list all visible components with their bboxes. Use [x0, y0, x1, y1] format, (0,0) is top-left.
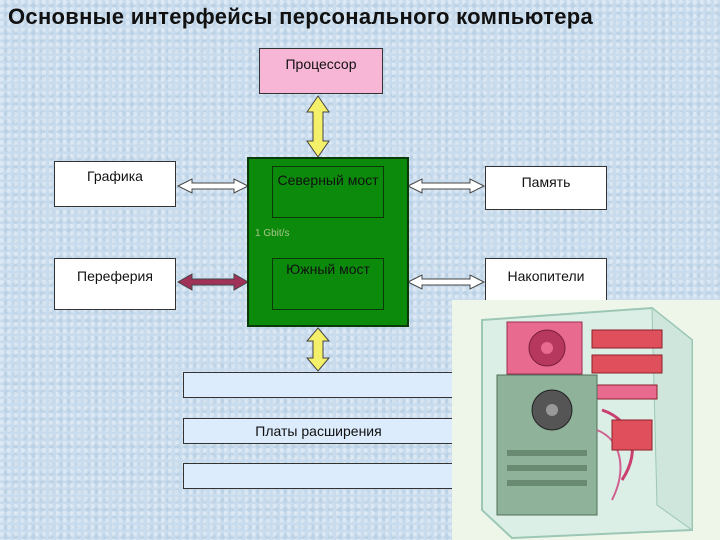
memory-block: Память	[485, 166, 607, 210]
expansion-slot-2: Платы расширения	[183, 418, 454, 444]
north-bridge-block: Северный мост	[272, 166, 384, 218]
page-title: Основные интерфейсы персонального компью…	[8, 4, 594, 29]
arrow-graphics-north	[176, 178, 250, 194]
bus-speed-label: 1 Gbit/s	[255, 228, 290, 239]
arrow-south-expansion	[305, 327, 331, 372]
pc-case-photo	[452, 300, 720, 540]
graphics-block: Графика	[54, 161, 176, 207]
expansion-slot-3	[183, 463, 454, 489]
south-bridge-block: Южный мост	[272, 258, 384, 310]
arrow-periphery-south	[176, 273, 250, 291]
cpu-block: Процессор	[259, 48, 383, 94]
arrow-south-storage	[406, 274, 486, 290]
arrow-cpu-north	[306, 95, 330, 158]
arrow-north-memory	[406, 178, 486, 194]
periphery-block: Переферия	[54, 258, 176, 310]
expansion-slot-1	[183, 372, 454, 398]
